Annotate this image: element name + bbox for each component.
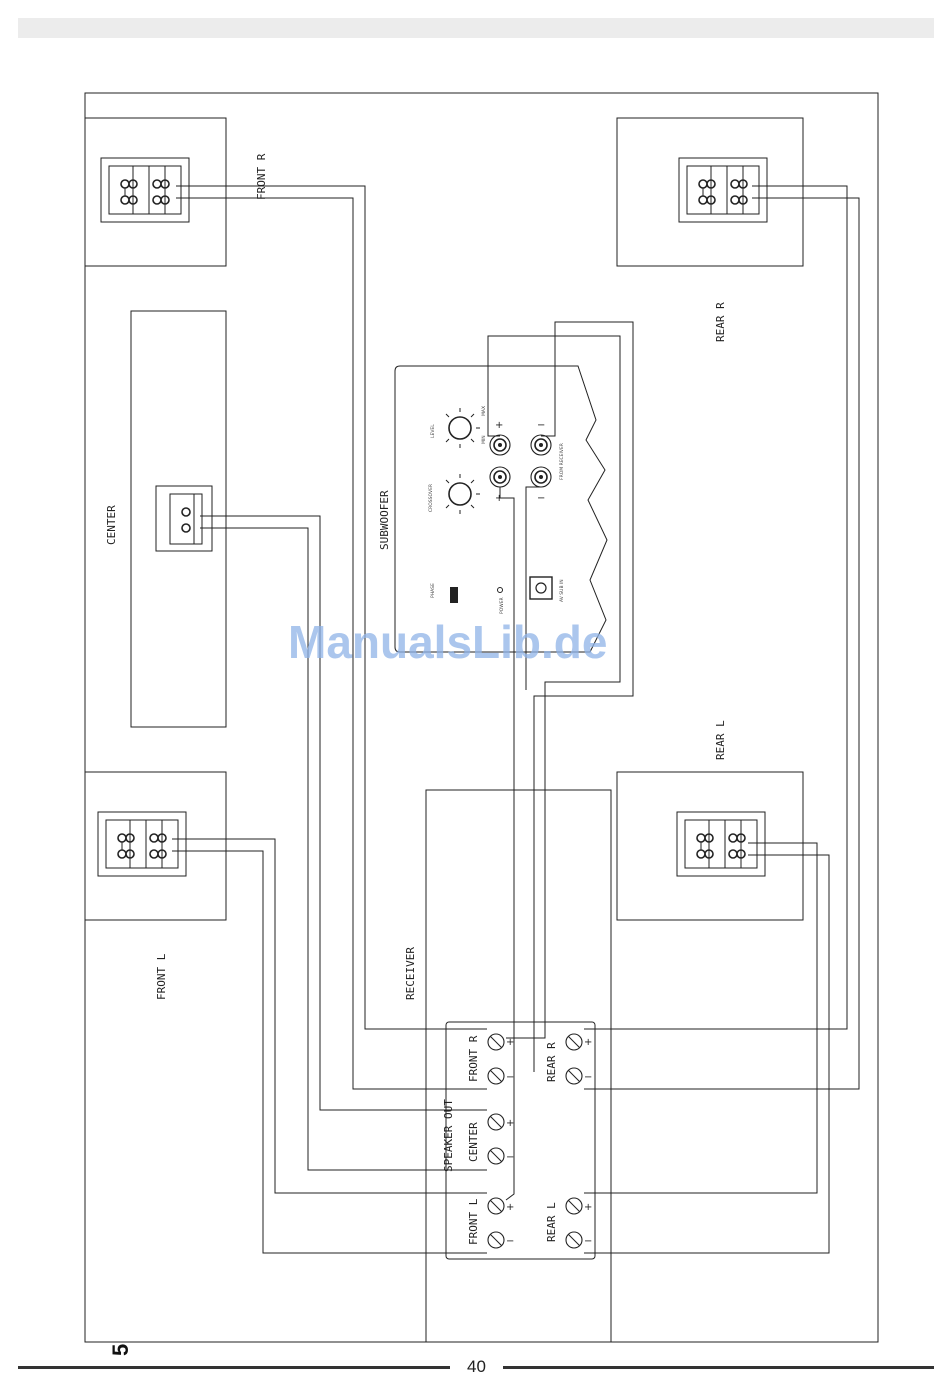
sub-plus-top: +	[495, 420, 503, 431]
rear-l-terminal	[677, 812, 765, 876]
subwoofer-label: SUBWOOFER	[378, 490, 391, 550]
minus-sign: −	[506, 1236, 514, 1247]
center-label: CENTER	[105, 505, 118, 545]
receiver-front-l-minus	[488, 1232, 504, 1248]
av-sub-in-jack	[530, 577, 552, 599]
receiver-front-l-plus	[488, 1198, 504, 1214]
minus-sign: −	[584, 1072, 592, 1083]
sub-input-l-minus	[531, 467, 551, 487]
receiver-front-r-plus	[488, 1034, 504, 1050]
center-terminal-inner	[170, 494, 202, 544]
receiver-rear-r-label: REAR R	[545, 1042, 558, 1082]
plus-sign: +	[584, 1202, 592, 1213]
receiver-rear-l-label: REAR L	[545, 1202, 558, 1242]
minus-sign: −	[584, 1236, 592, 1247]
wire-sub-r-plus	[488, 336, 620, 1038]
watermark: ManualsLib.de	[288, 616, 607, 668]
rear-l-speaker	[617, 772, 803, 920]
sub-minus-top: −	[537, 420, 545, 431]
rear-l-label: REAR L	[714, 720, 727, 760]
figure-number: 5	[108, 1344, 133, 1356]
plus-sign: +	[506, 1118, 514, 1129]
minus-sign: −	[506, 1152, 514, 1163]
center-terminal-plus	[182, 508, 190, 516]
rear-r-terminal	[679, 158, 767, 222]
receiver-front-l-label: FRONT L	[467, 1198, 480, 1245]
front-r-terminal	[101, 158, 189, 222]
sub-input-r-minus	[531, 435, 551, 455]
sub-input-l-plus	[490, 467, 510, 487]
level-label: LEVEL	[430, 424, 436, 438]
wire-sub-l-plus	[500, 487, 514, 1200]
sub-input-r-plus	[490, 435, 510, 455]
front-r-speaker	[85, 118, 226, 266]
minus-sign: −	[506, 1072, 514, 1083]
sub-minus-bottom: −	[537, 493, 545, 504]
front-l-terminal	[98, 812, 186, 876]
receiver-center-label: CENTER	[467, 1122, 480, 1162]
wire-sub-r-minus	[534, 322, 633, 1072]
level-knob	[449, 417, 471, 439]
receiver-label: RECEIVER	[404, 947, 417, 1000]
wire-center-plus	[200, 516, 487, 1110]
plus-sign: +	[584, 1037, 592, 1048]
front-r-label: FRONT R	[255, 153, 268, 200]
rear-r-label: REAR R	[714, 302, 727, 342]
footer-rule-left	[18, 1366, 450, 1369]
av-sub-in-label: AV SUB IN	[559, 579, 565, 602]
front-l-label: FRONT L	[155, 953, 168, 1000]
center-terminal-outer	[156, 486, 212, 551]
receiver-front-r-minus	[488, 1068, 504, 1084]
level-min-label: MIN	[481, 435, 487, 444]
wire-front-r-plus	[176, 186, 487, 1029]
page-number: 40	[450, 1357, 503, 1377]
diagram-frame	[85, 93, 878, 1342]
crossover-label: CROSSOVER	[428, 484, 434, 512]
receiver-center-minus	[488, 1148, 504, 1164]
plus-sign: +	[506, 1037, 514, 1048]
wires	[172, 186, 859, 1253]
receiver-rear-r-plus	[566, 1034, 582, 1050]
power-label: POWER	[499, 597, 505, 614]
receiver-front-r-label: FRONT R	[467, 1035, 480, 1082]
power-led	[498, 588, 503, 593]
center-terminal-minus	[182, 524, 190, 532]
level-max-label: MAX	[481, 406, 487, 416]
crossover-knob	[449, 483, 471, 505]
plus-sign: +	[506, 1202, 514, 1213]
receiver-rear-l-minus	[566, 1232, 582, 1248]
phase-switch	[450, 587, 458, 603]
phase-label: PHASE	[430, 583, 436, 598]
rear-r-speaker	[617, 118, 803, 266]
wire-front-l-plus	[172, 839, 487, 1193]
receiver-rear-r-minus	[566, 1068, 582, 1084]
wire-rear-l-plus	[584, 843, 817, 1193]
footer-rule-right	[503, 1366, 934, 1369]
receiver-center-plus	[488, 1114, 504, 1130]
from-receiver-label: FROM RECEIVER	[559, 443, 565, 480]
receiver-rear-l-plus	[566, 1198, 582, 1214]
